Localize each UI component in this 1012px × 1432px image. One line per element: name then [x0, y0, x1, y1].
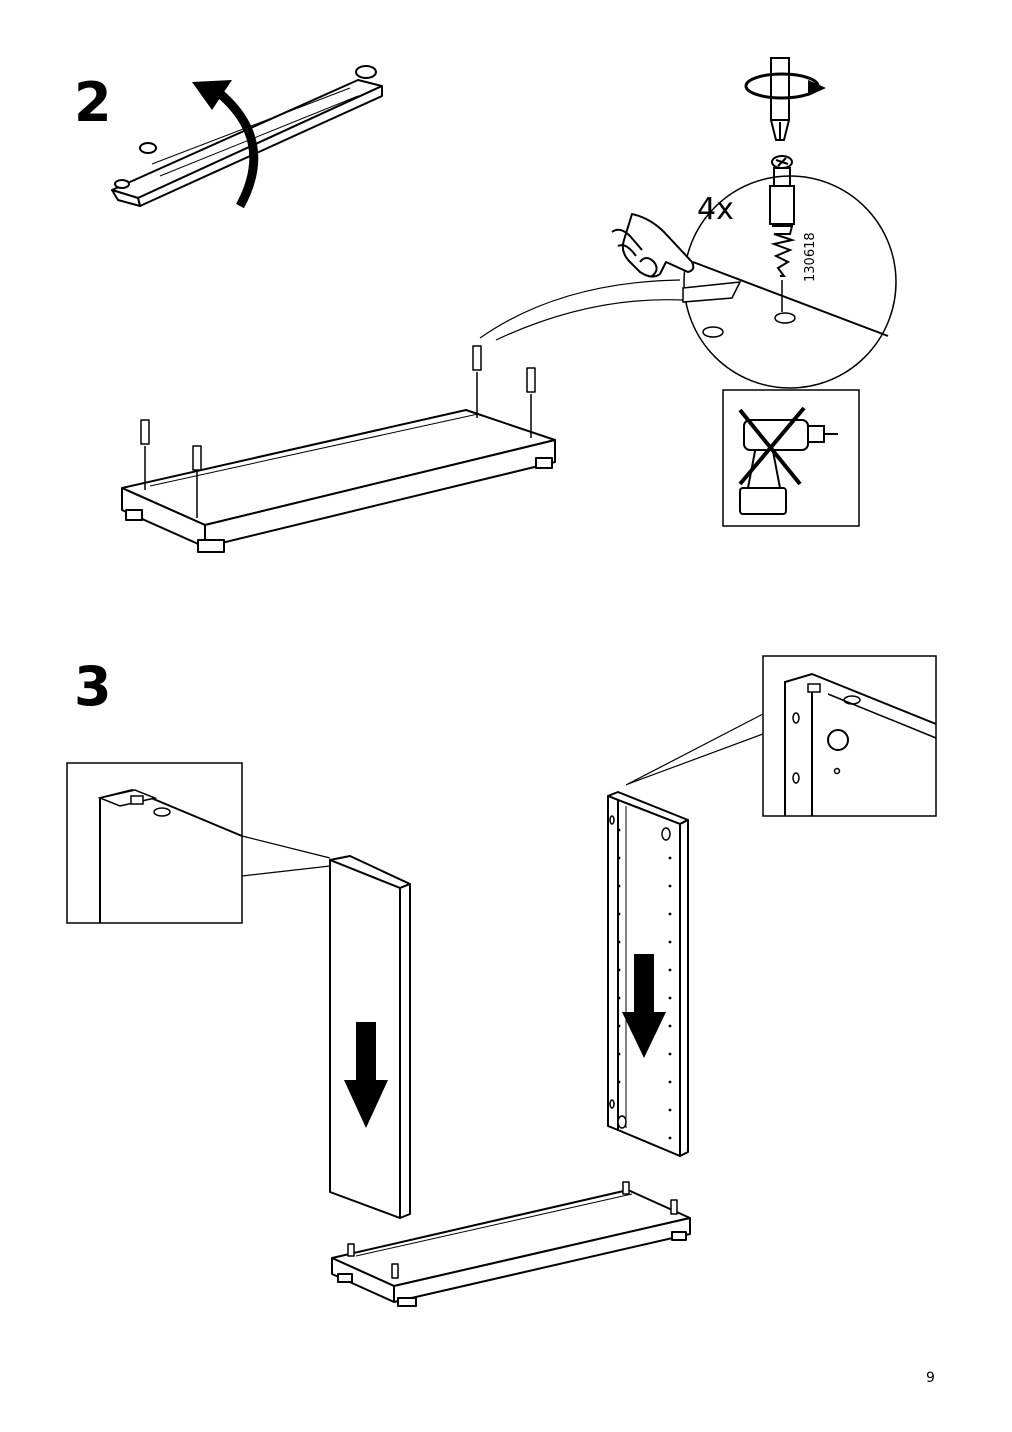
step-3-number: 3 [74, 655, 112, 718]
step-2-number: 2 [74, 71, 112, 134]
screwdriver-turn-icon [744, 57, 826, 141]
page-number: 9 [926, 1370, 935, 1386]
panel-hole-rows [617, 828, 672, 1140]
leader-line-left [479, 279, 681, 339]
pointing-hand-icon [611, 213, 695, 278]
right-panel-detail-box [625, 655, 937, 817]
left-panel-detail-box [66, 762, 331, 924]
down-arrow-icon [344, 1022, 388, 1128]
plinth-base [331, 1181, 691, 1307]
down-arrow-icon [622, 954, 666, 1058]
curved-rotation-arrow-icon [192, 80, 259, 209]
leader-line-right [495, 299, 684, 341]
detail-magnifier-circle [682, 175, 897, 389]
cam-dowel [769, 155, 796, 312]
no-power-drill-icon [722, 389, 860, 527]
plinth-with-dowels [121, 345, 556, 553]
part-number: 130618 [803, 232, 818, 282]
